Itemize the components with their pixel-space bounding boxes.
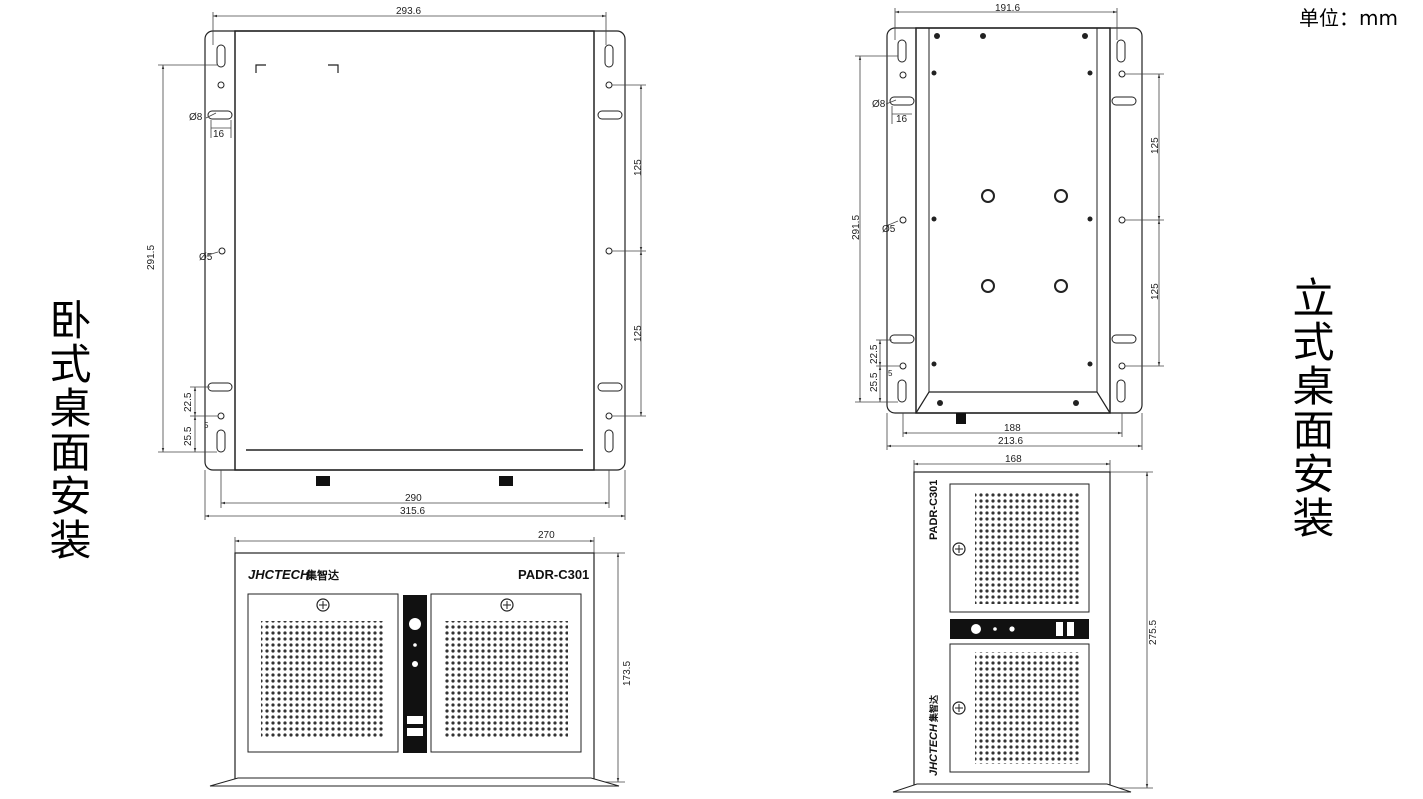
- vent-mesh-left: [261, 621, 385, 737]
- vertical-mount-title: 立式桌面安装: [1286, 276, 1335, 540]
- horizontal-dimension-labels: 293.6 Ø8 16 Ø5 291.5 125 125 22.5 25.5 5…: [146, 6, 644, 517]
- dim-5: 5: [204, 421, 209, 430]
- dim-slot-offset: 16: [896, 114, 908, 125]
- mount-slot-right: [1111, 39, 1137, 403]
- dim-slot-offset: 16: [213, 129, 225, 140]
- dim-outer-width: 315.6: [400, 506, 425, 517]
- dim-5: 5: [888, 369, 893, 378]
- usb-port-icon: [407, 728, 423, 736]
- vent-mesh-upper: [975, 492, 1081, 604]
- power-button-icon: [409, 618, 421, 630]
- dim-25-5: 25.5: [869, 372, 880, 392]
- dim-outer-height: 291.5: [146, 245, 157, 270]
- dim-outer-width: 213.6: [998, 436, 1023, 447]
- chassis-body: [234, 30, 595, 471]
- vertical-dimension-labels: 191.6 Ø8 16 Ø5 291.5 125 125 22.5 25.5 5…: [851, 3, 1161, 447]
- vesa-standoffs: [981, 189, 1068, 293]
- mount-slot-left: [207, 44, 233, 453]
- dim-top-width: 191.6: [995, 3, 1020, 14]
- brand-logo-front: JHCTECH: [248, 567, 310, 582]
- front-io-panel: [950, 619, 1089, 639]
- model-label-side: PADR-C301: [928, 480, 940, 540]
- dim-front-width: 168: [1005, 454, 1022, 465]
- dim-spacing-upper: 125: [633, 159, 644, 176]
- dim-spacing-lower: 125: [1150, 283, 1161, 300]
- vent-mesh-right: [444, 621, 568, 737]
- dim-hole-small: Ø5: [882, 224, 896, 235]
- dim-front-height: 173.5: [622, 661, 633, 686]
- dim-outer-height: 291.5: [851, 215, 862, 240]
- vertical-front-view: [892, 460, 1153, 793]
- usb-port-icon: [1067, 622, 1074, 636]
- mount-bracket-outline: [204, 30, 626, 471]
- dim-spacing-lower: 125: [633, 325, 644, 342]
- dim-hole-large: Ø8: [189, 112, 203, 123]
- vent-mesh-lower: [975, 652, 1081, 764]
- dim-inner-width: 188: [1004, 423, 1021, 434]
- vertical-top-view: [855, 8, 1164, 450]
- mount-slot-right: [597, 44, 623, 453]
- brand-logo-side: JHCTECH: [928, 723, 940, 776]
- dim-hole-small: Ø5: [199, 252, 213, 263]
- dim-spacing-upper: 125: [1150, 137, 1161, 154]
- horizontal-top-view: [158, 12, 646, 520]
- dim-inner-width: 290: [405, 493, 422, 504]
- mount-slot-left: [889, 39, 915, 403]
- horizontal-front-view: [209, 537, 625, 787]
- unit-label: 单位：mm: [1299, 6, 1398, 30]
- horizontal-mount-title: 卧式桌面安装: [43, 298, 92, 562]
- brand-cn-front: 集智达: [305, 568, 339, 582]
- model-label-front: PADR-C301: [518, 567, 589, 582]
- dim-25-5: 25.5: [183, 426, 194, 446]
- dim-top-width: 293.6: [396, 6, 421, 17]
- usb-port-icon: [1056, 622, 1063, 636]
- power-button-icon: [971, 624, 981, 634]
- brand-cn-side: 集智达: [928, 695, 939, 723]
- dim-22-5: 22.5: [183, 392, 194, 412]
- dim-front-height: 275.5: [1148, 620, 1159, 645]
- dim-hole-large: Ø8: [872, 99, 886, 110]
- usb-port-icon: [407, 716, 423, 724]
- dim-front-width: 270: [538, 530, 555, 541]
- dim-22-5: 22.5: [869, 344, 880, 364]
